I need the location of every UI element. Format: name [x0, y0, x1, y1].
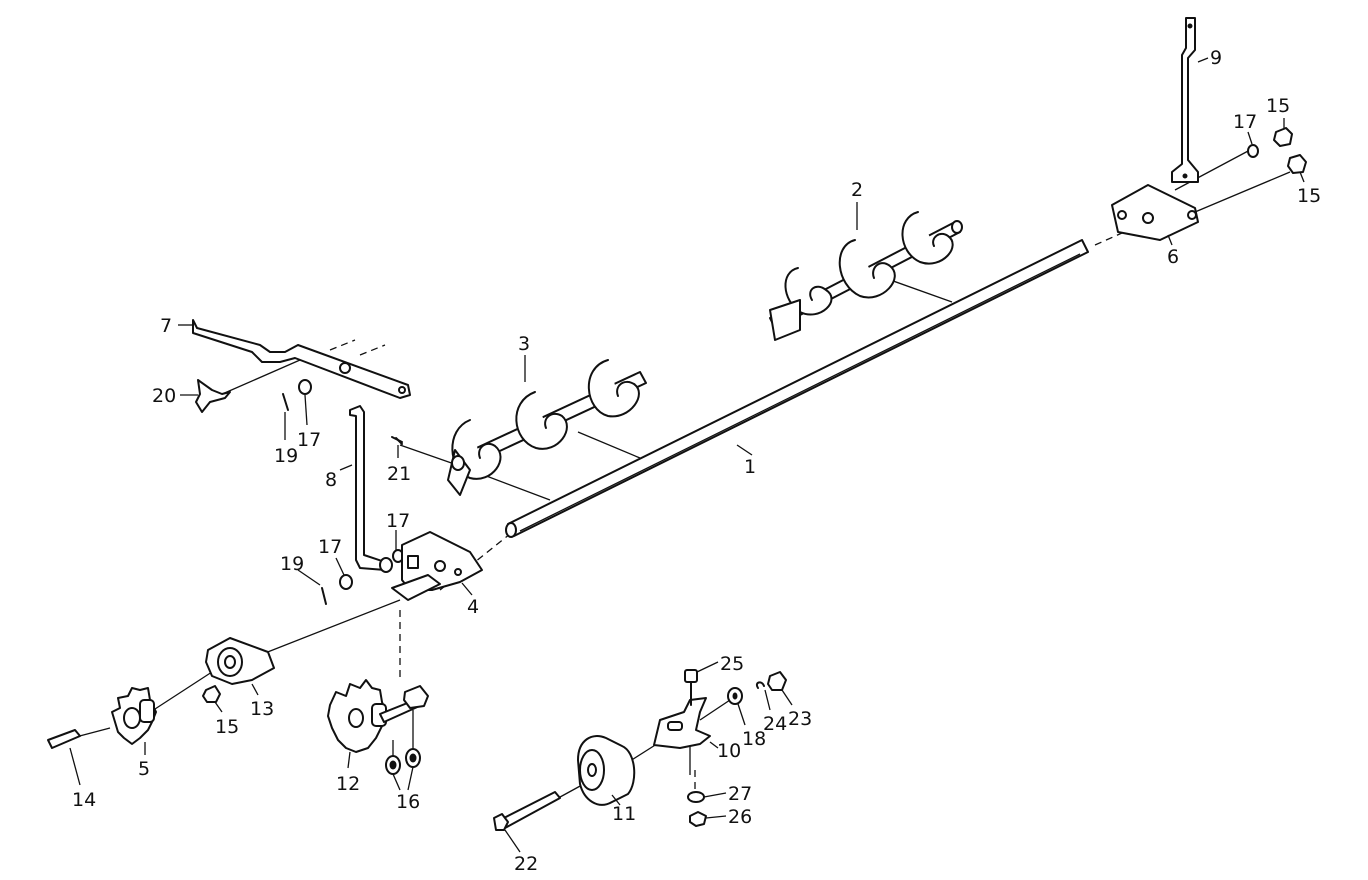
nut-part-15-left — [202, 685, 221, 703]
label-part-25: 25 — [720, 653, 744, 675]
fasteners-part-27-26 — [687, 791, 707, 827]
label-part-17-right: 17 — [1233, 111, 1257, 133]
fasteners-mid-left — [321, 549, 404, 605]
auger-part-3 — [447, 359, 647, 496]
label-part-15-right-bottom: 15 — [1297, 185, 1321, 207]
leader-lines — [69, 57, 1305, 853]
shaft-part-1 — [505, 239, 1089, 538]
label-part-7: 7 — [160, 315, 172, 337]
label-part-19-mid: 19 — [280, 553, 304, 575]
label-part-15-left: 15 — [215, 716, 239, 738]
label-part-15-right-top: 15 — [1266, 95, 1290, 117]
label-part-26: 26 — [728, 806, 752, 828]
lever-part-7 — [192, 319, 411, 399]
label-part-3: 3 — [518, 333, 530, 355]
label-part-8: 8 — [325, 469, 337, 491]
label-part-12: 12 — [336, 773, 360, 795]
part-labels: 1 2 3 4 5 6 7 8 9 10 11 12 13 14 15 15 1… — [72, 47, 1321, 875]
label-part-1: 1 — [744, 456, 756, 478]
rod-part-8 — [349, 405, 386, 571]
label-part-9: 9 — [1210, 47, 1222, 69]
label-part-21: 21 — [387, 463, 411, 485]
bracket-part-6 — [1111, 184, 1199, 241]
label-part-24: 24 — [763, 713, 787, 735]
label-part-17-mid-left: 17 — [318, 536, 342, 558]
label-part-4: 4 — [467, 596, 479, 618]
bolt-part-22 — [493, 791, 561, 831]
bracket-part-4 — [391, 531, 483, 601]
lever-part-9 — [1171, 17, 1199, 183]
key-part-14 — [47, 729, 81, 749]
auger-part-2 — [769, 211, 963, 341]
label-part-6: 6 — [1167, 246, 1179, 268]
label-part-10: 10 — [717, 740, 741, 762]
label-part-17-mid: 17 — [386, 510, 410, 532]
label-part-18: 18 — [742, 728, 766, 750]
label-part-13: 13 — [250, 698, 274, 720]
pin-part-21 — [391, 436, 403, 443]
label-part-17-top: 17 — [297, 429, 321, 451]
label-part-5: 5 — [138, 758, 150, 780]
bolt-part-25 — [684, 669, 698, 706]
label-part-19-top: 19 — [274, 445, 298, 467]
label-part-22: 22 — [514, 853, 538, 875]
label-part-23: 23 — [788, 708, 812, 730]
bracket-part-10 — [653, 697, 711, 749]
fasteners-part-18-24-23 — [727, 671, 787, 705]
label-part-16: 16 — [396, 791, 420, 813]
wing-bolt-part-20 — [195, 379, 231, 413]
roller-part-11 — [577, 735, 636, 806]
label-part-2: 2 — [851, 179, 863, 201]
fasteners-top-right — [1247, 127, 1307, 174]
label-part-27: 27 — [728, 783, 752, 805]
label-part-14: 14 — [72, 789, 96, 811]
bearing-part-13 — [205, 637, 275, 685]
sprocket-part-5 — [111, 687, 157, 745]
label-part-11: 11 — [612, 803, 636, 825]
sprocket-part-12 — [327, 679, 429, 753]
label-part-20: 20 — [152, 385, 176, 407]
